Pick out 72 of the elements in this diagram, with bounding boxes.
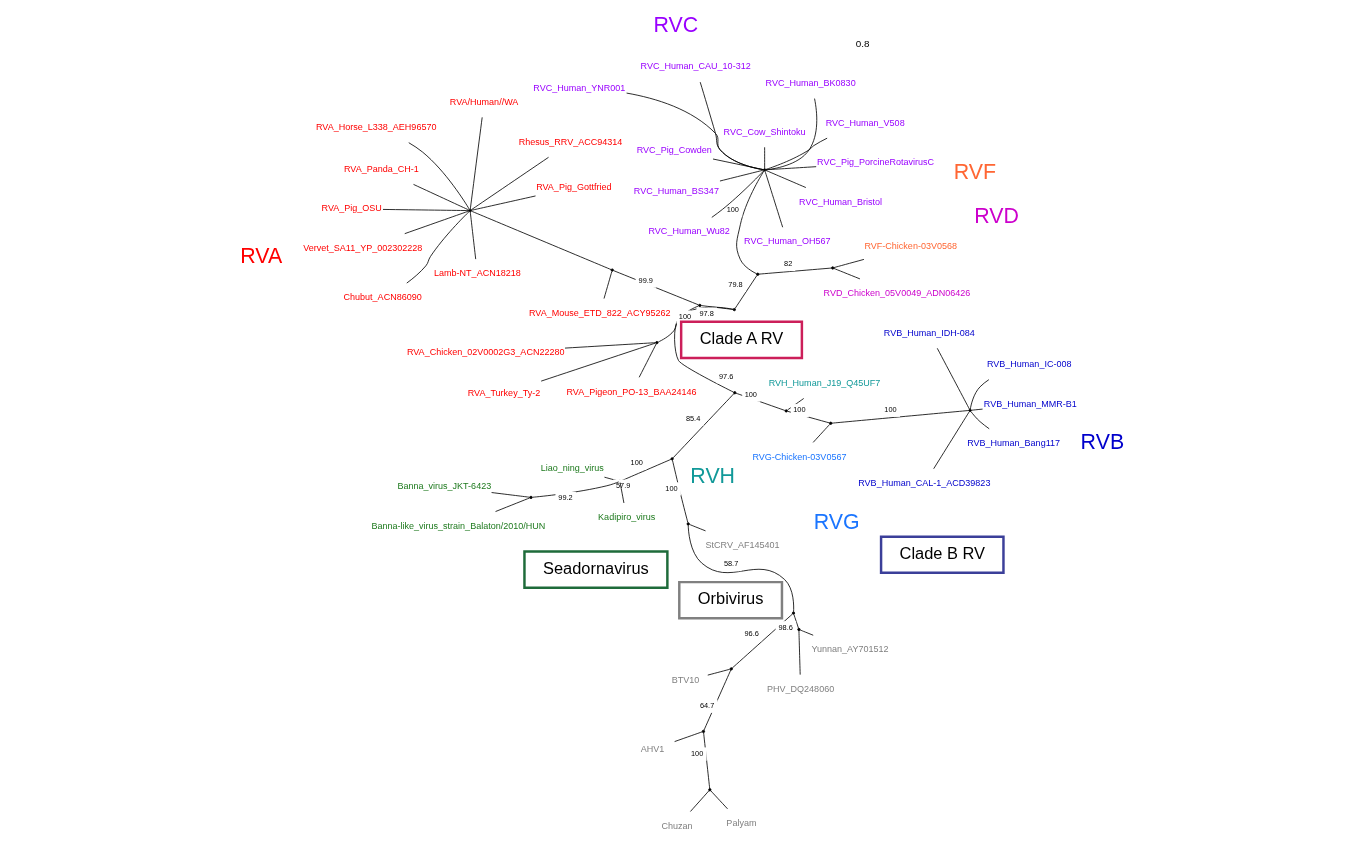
node-text: Banna_virus_JKT-6423 [396, 481, 491, 492]
edge-label: 100 [726, 205, 739, 215]
node-text: RVC_Pig_Cowden [636, 145, 712, 156]
edge-label: 82 [783, 259, 792, 269]
node-text: BTV10 [671, 675, 699, 686]
node-text: RVB_Human_CAL-1_ACD39823 [857, 478, 990, 489]
node-text: Palyam [725, 818, 756, 829]
label: 0.8 [855, 37, 869, 49]
edge-label: 85.4 [685, 413, 700, 423]
edge-label: 98.6 [777, 622, 793, 632]
node-text: RVB_Human_IDH-084 [883, 327, 975, 338]
node-text: RVA_Pig_Gottfried [535, 181, 612, 192]
node-text: Chubut_ACN86090 [343, 292, 422, 303]
node-text: RVA_Horse_L338_AEH96570 [315, 122, 436, 133]
label: RVA [239, 244, 282, 269]
label: RVD [973, 204, 1019, 229]
node-text: Yunnan_AY701512 [810, 644, 889, 655]
node-text: RVH_Human_J19_Q45UF7 [768, 377, 880, 388]
edge-label: 96.6 [743, 629, 759, 639]
node-text: RVC_Cow_Shintoku [723, 126, 806, 137]
node-text: Chuzan [660, 820, 693, 831]
node-text: Rhesus_RRV_ACC94314 [518, 136, 622, 147]
node-text: RVA_Turkey_Ty-2 [467, 387, 540, 398]
node-text: RVD_Chicken_05V0049_ADN06426 [823, 288, 970, 299]
edge-label: 79.8 [727, 280, 743, 290]
node-text: AHV1 [640, 743, 664, 754]
node-text: PHV_DQ248060 [766, 683, 834, 694]
node-text: RVC_Human_YNR001 [532, 83, 625, 94]
node-text: RVC_Human_BK0830 [765, 77, 856, 88]
edge-label: 100 [744, 390, 757, 399]
edge-label: 97.6 [718, 371, 733, 381]
edge-label: 100 [690, 748, 703, 758]
node-text: RVF-Chicken-03V0568 [863, 240, 957, 251]
edge-label: 57.9 [615, 480, 630, 490]
edge-label: 99.2 [557, 493, 573, 503]
node-text: RVB_Human_IC-008 [986, 359, 1071, 370]
node-text: RVC_Human_Bristol [798, 196, 882, 207]
edge-label: 100 [630, 458, 643, 468]
node-text: RVA_Panda_CH-1 [343, 163, 419, 174]
edge-label: 100 [678, 311, 691, 321]
edge-label: 97.8 [698, 308, 714, 318]
node-text: RVC_Human_CAU_10-312 [640, 61, 751, 72]
label: RVG [813, 509, 860, 534]
edge-label: 58.7 [723, 559, 738, 569]
label: RVF [953, 160, 996, 185]
node-text: RVG-Chicken-03V0567 [751, 451, 846, 462]
edge-label: 100 [664, 483, 678, 493]
label: RVB [1080, 430, 1124, 455]
edge-label: 100 [883, 405, 897, 415]
node-text: RVC_Human_OH567 [743, 236, 831, 247]
edge-label: 99.9 [638, 276, 653, 286]
node-text: Kadipiro_virus [597, 512, 655, 523]
node-text: RVA/Human//WA [449, 96, 518, 107]
node-text: RVA_Chicken_02V0002G3_ACN22280 [406, 347, 564, 358]
node-text: Vervet_SA11_YP_002302228 [302, 242, 422, 253]
edge-label: 100 [792, 405, 806, 415]
node-text: RVA_Pigeon_PO-13_BAA24146 [566, 386, 697, 397]
node-text: RVA_Pig_OSU [321, 203, 382, 214]
node-text: RVC_Human_Wu82 [648, 226, 730, 237]
node-text: RVC_Pig_PorcineRotavirusC [816, 157, 934, 168]
node-text: RVB_Human_Bang117 [966, 438, 1060, 449]
node-text: RVB_Human_MMR-B1 [983, 398, 1077, 409]
node-text: Liao_ning_virus [540, 462, 604, 473]
node-text: Lamb-NT_ACN18218 [433, 268, 521, 279]
node-text: RVC_Human_BS347 [633, 186, 719, 197]
label: RVH [689, 463, 735, 488]
node-text: Banna-like_virus_strain_Balaton/2010/HUN [370, 520, 545, 531]
label: RVC [652, 13, 698, 38]
node-text: RVC_Human_V508 [825, 117, 905, 128]
node-text: StCRV_AF145401 [705, 539, 780, 550]
node-text: RVA_Mouse_ETD_822_ACY95262 [528, 307, 670, 318]
edge-label: 64.7 [699, 701, 714, 711]
